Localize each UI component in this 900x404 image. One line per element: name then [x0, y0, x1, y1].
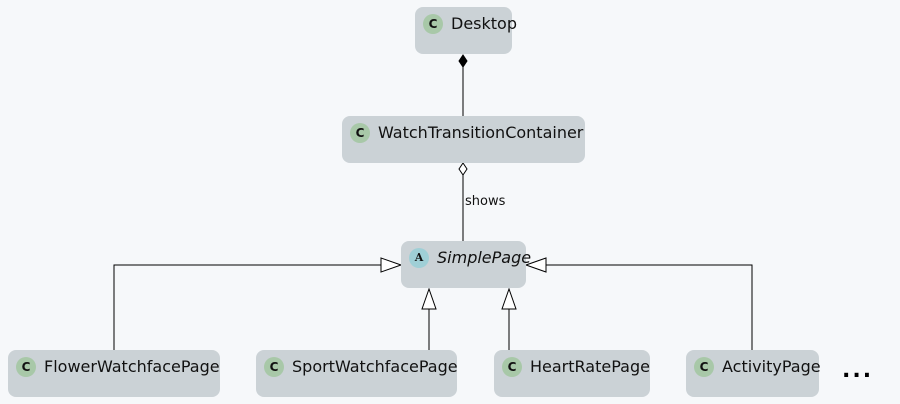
- class-node-desktop[interactable]: C Desktop: [415, 7, 517, 54]
- aggregation-edge-container-simplepage: [458, 162, 468, 241]
- composition-diamond: [458, 54, 468, 68]
- class-node-sport-watchface-page[interactable]: C SportWatchfacePage: [256, 350, 458, 397]
- inheritance-arrowhead: [380, 257, 403, 273]
- class-node-activity-page[interactable]: C ActivityPage: [686, 350, 821, 397]
- inheritance-arrowhead: [524, 257, 547, 273]
- class-badge-icon: C: [264, 357, 284, 377]
- class-name: WatchTransitionContainer: [378, 123, 584, 142]
- inheritance-edge-activity: [524, 257, 753, 350]
- class-badge-icon: C: [16, 357, 36, 377]
- class-name: SimplePage: [437, 248, 532, 267]
- inheritance-arrowhead: [501, 287, 517, 310]
- more-classes-ellipsis: ...: [842, 358, 874, 383]
- class-name: HeartRatePage: [530, 357, 650, 376]
- class-name: FlowerWatchfacePage: [44, 357, 220, 376]
- inheritance-edge-heartrate: [501, 287, 517, 350]
- class-name: Desktop: [451, 14, 517, 33]
- abstract-badge-icon: A: [409, 248, 429, 268]
- class-badge-icon: C: [350, 123, 370, 143]
- aggregation-diamond: [458, 162, 468, 176]
- inheritance-edge-flower: [113, 257, 403, 350]
- class-node-simple-page[interactable]: A SimplePage: [401, 241, 531, 288]
- inheritance-edge-sport: [421, 287, 437, 350]
- class-node-heart-rate-page[interactable]: C HeartRatePage: [494, 350, 650, 397]
- class-node-flower-watchface-page[interactable]: C FlowerWatchfacePage: [8, 350, 220, 397]
- inheritance-arrowhead: [421, 287, 437, 310]
- class-name: ActivityPage: [722, 357, 821, 376]
- class-badge-icon: C: [423, 14, 443, 34]
- class-name: SportWatchfacePage: [292, 357, 458, 376]
- class-node-watch-transition-container[interactable]: C WatchTransitionContainer: [342, 116, 585, 163]
- relation-label-shows: shows: [465, 194, 506, 209]
- class-badge-icon: C: [694, 357, 714, 377]
- composition-edge-desktop-container: [458, 54, 468, 116]
- class-badge-icon: C: [502, 357, 522, 377]
